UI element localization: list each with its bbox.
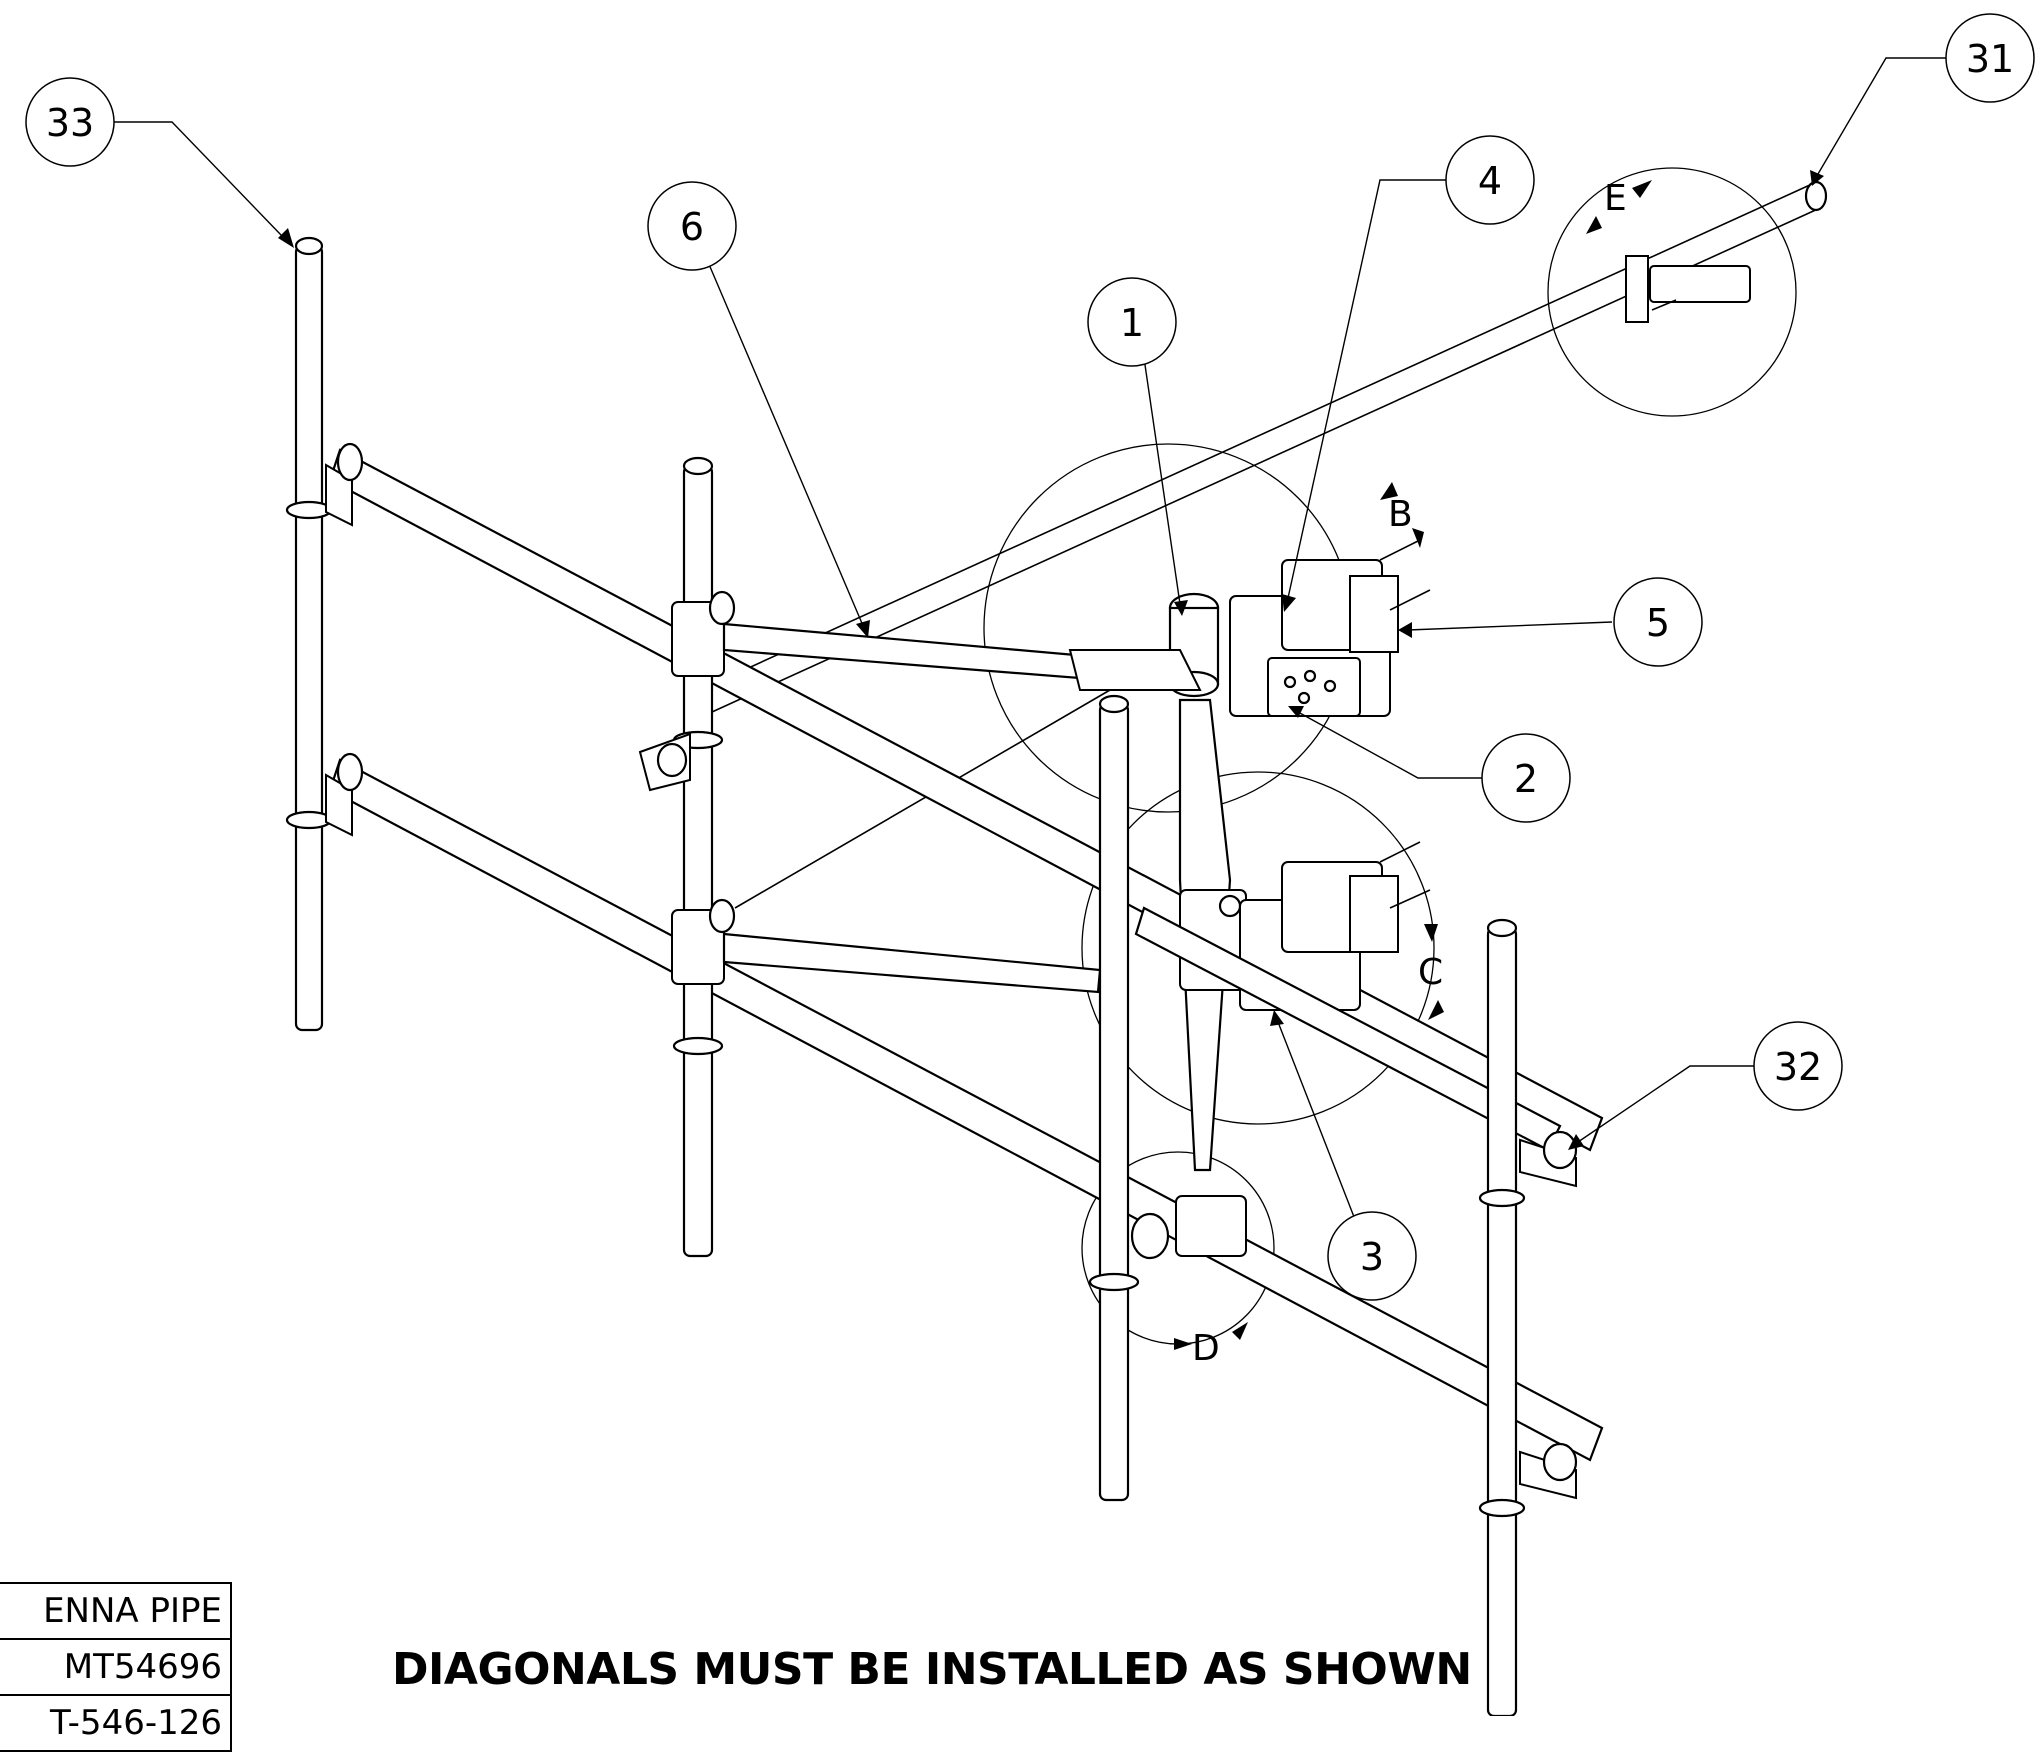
balloon-33: 33 <box>25 77 115 167</box>
vertical-pipe-second <box>682 456 714 1258</box>
horizontal-pipe-upper <box>328 448 1604 1152</box>
leader-2 <box>1297 711 1482 779</box>
balloon-1: 1 <box>1087 277 1177 367</box>
parts-table: ENNA PIPE MT54696 T-546-126 <box>0 1582 232 1752</box>
leader-33 <box>112 121 283 237</box>
svg-text:1: 1 <box>1120 301 1144 345</box>
balloon-31: 31 <box>1945 13 2035 103</box>
leader-1 <box>1143 357 1181 605</box>
balloon-4: 4 <box>1445 135 1535 225</box>
arrow-b <box>1380 482 1398 500</box>
balloon-3: 3 <box>1327 1211 1417 1301</box>
balloon-5: 5 <box>1613 577 1703 667</box>
svg-text:31: 31 <box>1966 37 2014 81</box>
table-cell: MT54696 <box>0 1638 232 1696</box>
horizontal-pipe-lower <box>328 758 1604 1462</box>
leader-6 <box>707 261 865 629</box>
arrow-e <box>1632 180 1652 198</box>
balloon-32: 32 <box>1753 1021 1843 1111</box>
svg-text:33: 33 <box>46 101 94 145</box>
lower-clamp <box>1088 1195 1247 1292</box>
clamp <box>285 442 364 527</box>
clamp <box>285 752 364 837</box>
detail-letter-c: C <box>1418 952 1443 993</box>
installation-note: DIAGONALS MUST BE INSTALLED AS SHOWN <box>392 1644 1472 1695</box>
end-bracket-e <box>1625 255 1751 323</box>
table-cell: T-546-126 <box>0 1694 232 1752</box>
leader-3 <box>1277 1021 1357 1223</box>
detail-circle-c <box>1081 771 1435 1125</box>
detail-letter-d: D <box>1192 1328 1220 1369</box>
detail-letter-b: B <box>1388 494 1413 535</box>
svg-text:3: 3 <box>1360 1235 1384 1279</box>
balloon-2: 2 <box>1481 733 1571 823</box>
svg-text:32: 32 <box>1774 1045 1822 1089</box>
vertical-pipe-third <box>1098 694 1130 1502</box>
arrow-c <box>1424 924 1438 942</box>
svg-text:2: 2 <box>1514 757 1538 801</box>
clamp <box>1478 1130 1578 1518</box>
table-cell: ENNA PIPE <box>0 1582 232 1640</box>
cross-clamp <box>638 590 736 1056</box>
assembly-drawing: 33 31 6 4 1 5 2 32 3 E B C D <box>25 13 2035 1716</box>
svg-text:5: 5 <box>1646 601 1670 645</box>
table-row: MT54696 <box>0 1638 232 1696</box>
leader-4 <box>1287 179 1448 599</box>
svg-text:6: 6 <box>680 205 704 249</box>
svg-text:4: 4 <box>1478 159 1502 203</box>
arrow-d <box>1174 1338 1192 1350</box>
mount-frame-upper <box>1281 539 1431 653</box>
diagonal-rod <box>734 689 1111 909</box>
balloon-6: 6 <box>647 181 737 271</box>
table-row: ENNA PIPE <box>0 1582 232 1640</box>
detail-circle-e <box>1547 167 1797 417</box>
leader-5 <box>1407 621 1613 631</box>
table-row: T-546-126 <box>0 1694 232 1752</box>
arm-lower <box>722 932 1102 994</box>
leader-31 <box>1817 57 1954 175</box>
leader-32 <box>1577 1065 1754 1143</box>
vertical-pipe-left <box>294 236 324 1032</box>
vertical-pipe-right <box>1486 918 1518 1716</box>
detail-letter-e: E <box>1604 178 1627 219</box>
